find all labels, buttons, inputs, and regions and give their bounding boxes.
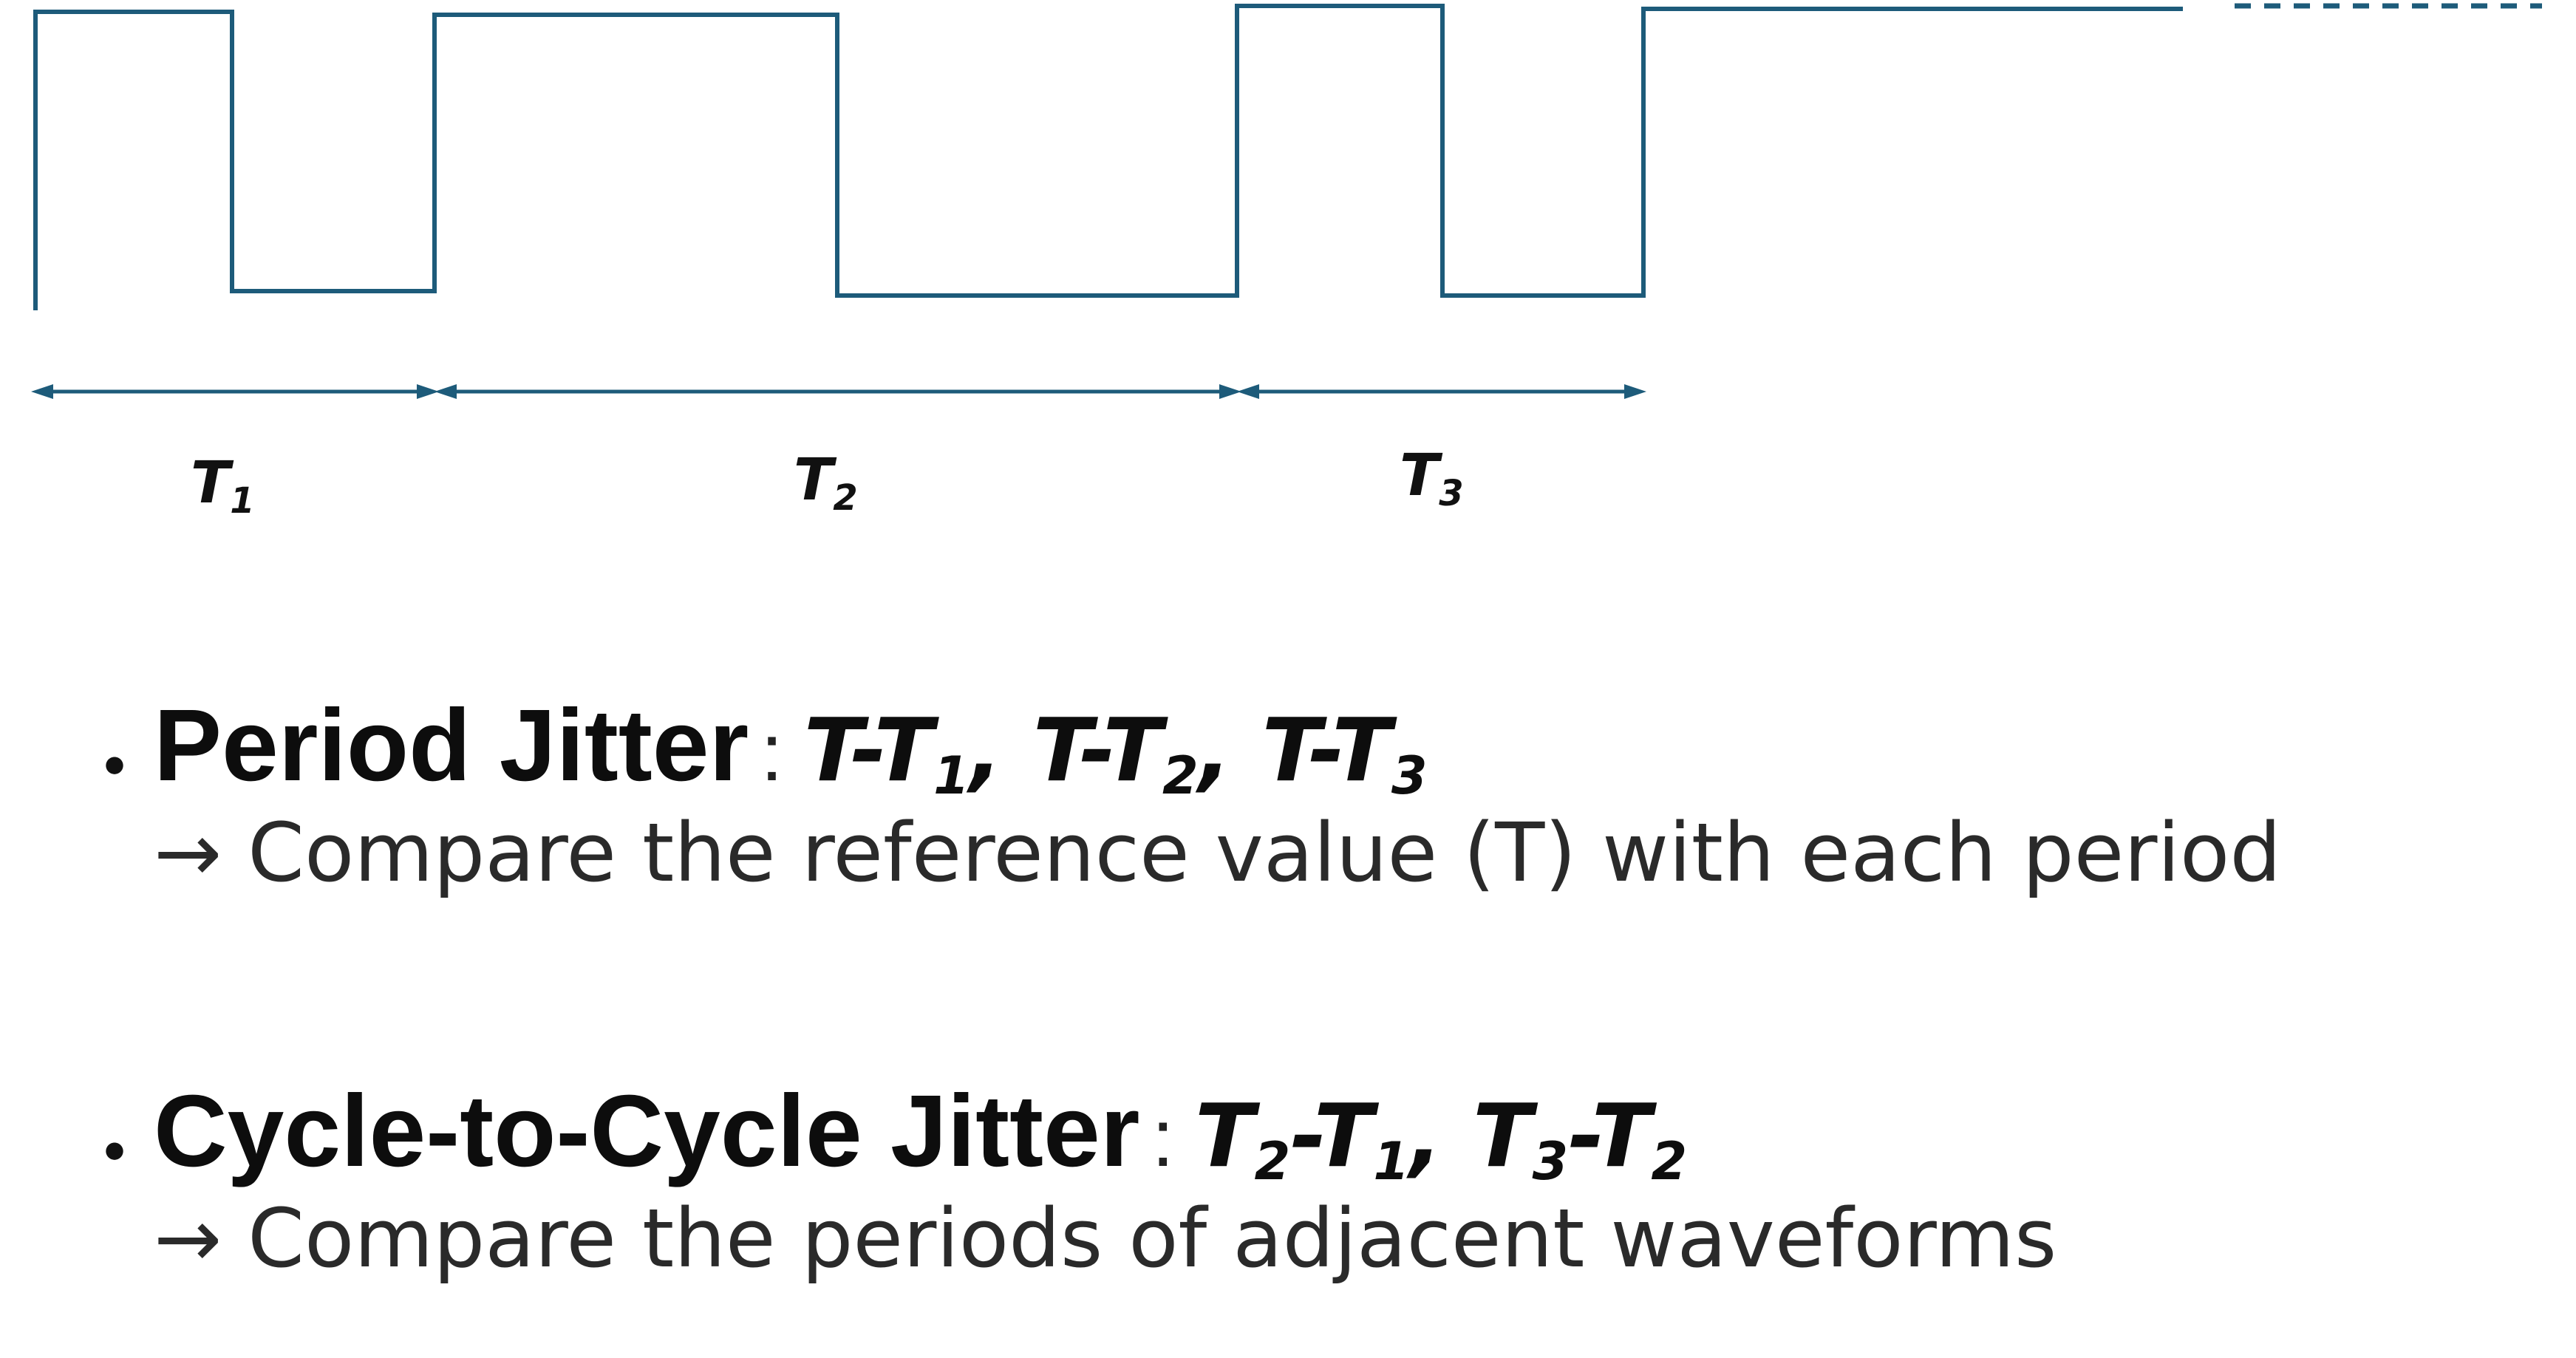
- cycle-to-cycle-jitter-title-line: Cycle-to-Cycle Jitter:T2-T1, T3-T2: [154, 1073, 1687, 1190]
- formula-text: , T: [1409, 1085, 1533, 1187]
- cycle-to-cycle-jitter-formula: T2-T1, T3-T2: [1195, 1085, 1687, 1187]
- period-label-t2: T2: [794, 447, 858, 519]
- formula-subscript: 2: [1651, 1131, 1688, 1192]
- period-arrow-t1: [31, 384, 439, 399]
- formula-text: -T: [1568, 1085, 1652, 1187]
- period-label-t1: T1: [191, 450, 255, 522]
- separator-colon: :: [1151, 1093, 1175, 1184]
- formula-subscript: 1: [1373, 1131, 1410, 1192]
- period-jitter-formula: T-T1, T-T2, T-T3: [803, 699, 1428, 802]
- cycle-to-cycle-jitter-heading: Cycle-to-Cycle Jitter: [154, 1074, 1140, 1188]
- period-jitter-heading: Period Jitter: [154, 689, 749, 802]
- square-waveform: [33, 4, 2183, 310]
- bullet-marker: ・: [74, 1109, 155, 1200]
- period-arrow-t3: [1237, 384, 1646, 399]
- separator-colon: :: [760, 707, 783, 798]
- bullet-marker: ・: [74, 723, 155, 814]
- formula-subscript: 2: [1254, 1131, 1291, 1192]
- formula-subscript: 3: [1391, 745, 1428, 806]
- formula-text: , T-T: [1198, 699, 1391, 801]
- period-jitter-title-line: Period Jitter:T-T1, T-T2, T-T3: [154, 687, 1428, 805]
- period-label-t3: T3: [1400, 443, 1464, 514]
- formula-subscript: 2: [1162, 745, 1199, 806]
- formula-text: , T-T: [969, 699, 1162, 801]
- period-jitter-description: → Compare the reference value (T) with e…: [154, 805, 2282, 900]
- formula-subscript: 1: [933, 745, 970, 806]
- formula-text: -T: [1290, 1085, 1374, 1187]
- formula-subscript: 3: [1532, 1131, 1569, 1192]
- cycle-to-cycle-jitter-description: → Compare the periods of adjacent wavefo…: [154, 1191, 2057, 1286]
- formula-text: T: [1195, 1085, 1255, 1187]
- period-arrow-t2: [435, 384, 1241, 399]
- formula-text: T-T: [803, 699, 934, 801]
